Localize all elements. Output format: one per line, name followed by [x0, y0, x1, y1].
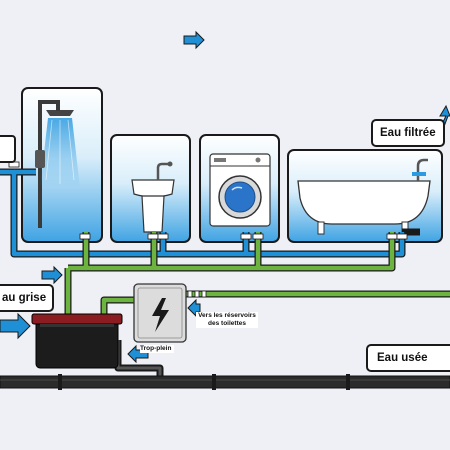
lightning-icon: [152, 298, 169, 332]
sink-icon: [131, 161, 175, 233]
arrow-icon: [41, 30, 205, 318]
pipe-fittings: [8, 161, 408, 298]
label-vers-reservoirs-line2: des toilettes: [208, 320, 246, 327]
waste-pipe: [0, 374, 450, 390]
shower-icon: [35, 100, 80, 228]
label-eau-usee: Eau usée: [366, 344, 450, 372]
label-eau-grise-text: au grise: [2, 292, 47, 304]
arrow-icon: [0, 104, 450, 364]
grey-water-tank: [31, 313, 123, 369]
label-eau-grise: au grise: [0, 284, 55, 312]
label-eau-filtree: Eau filtrée: [371, 119, 445, 147]
label-trop-plein: Trop-plein: [140, 345, 174, 353]
label-vers-reservoirs-line1: Vers les réservoirs: [198, 312, 256, 319]
label-vers-reservoirs: Vers les réservoirs des toilettes: [196, 312, 258, 328]
label-eau-usee-text: Eau usée: [377, 352, 428, 364]
label-eau-filtree-text: Eau filtrée: [380, 127, 436, 139]
label-trop-plein-text: Trop-plein: [140, 345, 172, 352]
label-left-partial: [0, 135, 16, 163]
washing-machine-icon: [209, 153, 271, 227]
bathtub-icon: [297, 158, 431, 235]
pump-icon: [133, 283, 187, 343]
